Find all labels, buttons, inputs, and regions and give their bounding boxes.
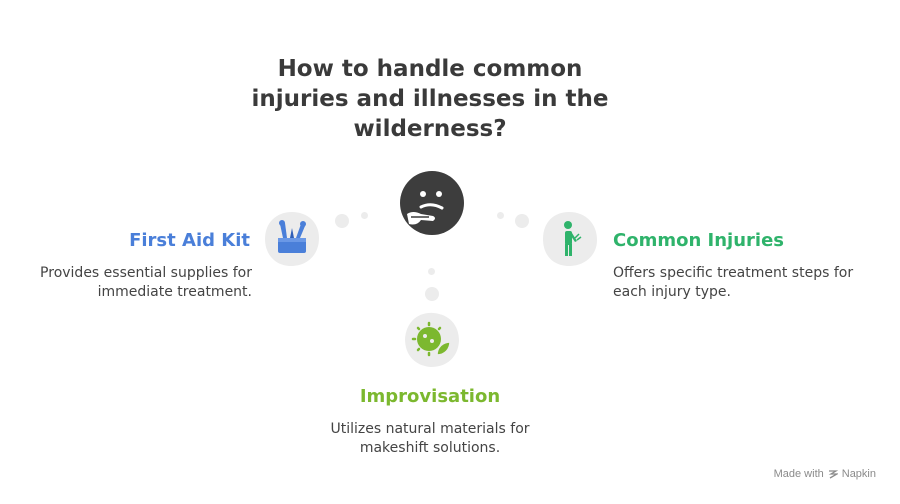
first-aid-kit-icon bbox=[265, 212, 319, 266]
node-description-improvisation: Utilizes natural materials for makeshift… bbox=[330, 421, 530, 456]
node-heading-common-injuries: Common Injuries bbox=[613, 230, 784, 251]
node-description-common-injuries: Offers specific treatment steps for each… bbox=[613, 265, 854, 300]
node-heading-first-aid-kit: First Aid Kit bbox=[129, 230, 250, 251]
injured-person-icon bbox=[543, 212, 597, 266]
napkin-logo-icon bbox=[828, 470, 838, 479]
connector-dot bbox=[497, 212, 504, 219]
diagram-title: How to handle common injuries and illnes… bbox=[251, 56, 609, 142]
connector-dot bbox=[361, 212, 368, 219]
made-with-napkin-badge[interactable]: Made with Napkin bbox=[774, 468, 876, 480]
leaf-virus-icon bbox=[405, 312, 459, 367]
node-description-first-aid-kit: Provides essential supplies for immediat… bbox=[40, 265, 252, 300]
napkin-brand-label: Napkin bbox=[841, 468, 876, 480]
thinking-face-icon bbox=[400, 171, 464, 235]
connector-dot bbox=[335, 214, 349, 228]
connector-dot bbox=[428, 268, 435, 275]
made-with-label: Made with bbox=[773, 468, 824, 480]
connector-dot bbox=[425, 287, 439, 301]
connector-dot bbox=[515, 214, 529, 228]
node-heading-improvisation: Improvisation bbox=[359, 386, 501, 407]
